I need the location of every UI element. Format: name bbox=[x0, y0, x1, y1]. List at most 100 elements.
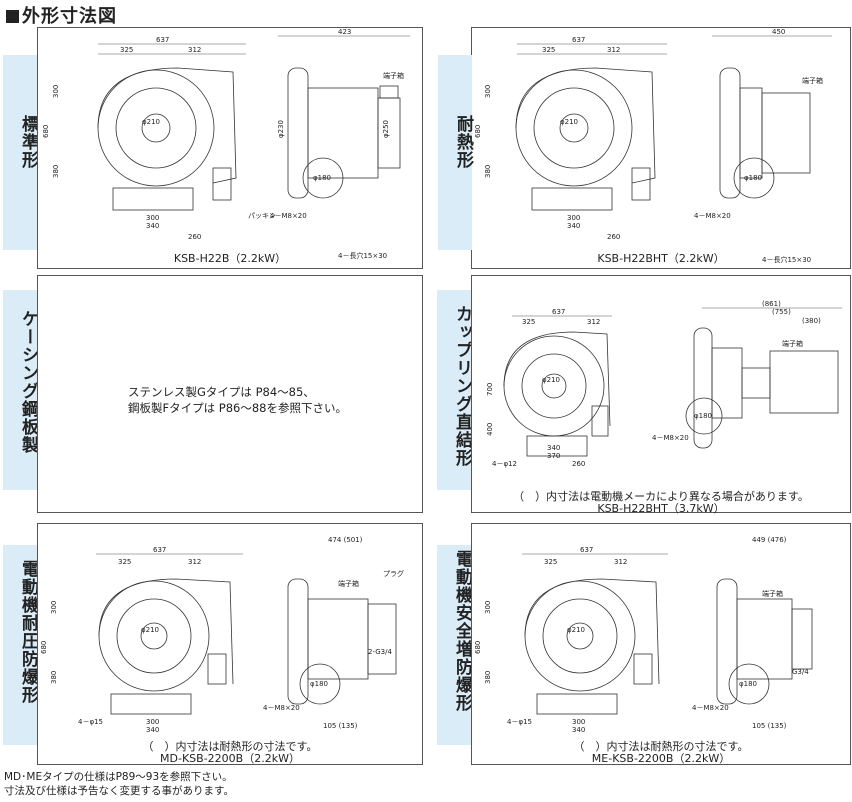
svg-text:300: 300 bbox=[484, 601, 492, 614]
coupling-note: （ ）内寸法は電動機メーカにより異なる場合があります。 bbox=[513, 490, 809, 503]
svg-text:パッキン: パッキン bbox=[248, 212, 276, 220]
svg-text:105 (135): 105 (135) bbox=[323, 722, 358, 730]
svg-text:340: 340 bbox=[547, 444, 560, 452]
svg-text:637: 637 bbox=[156, 36, 169, 44]
svg-text:312: 312 bbox=[188, 46, 201, 54]
casing-note: ステンレス製Gタイプは P84～85、 鋼板製Fタイプは P86～88を参照下さ… bbox=[128, 385, 347, 415]
svg-text:637: 637 bbox=[572, 36, 585, 44]
svg-text:4－φ15: 4－φ15 bbox=[507, 718, 532, 726]
caption-explosion: MD-KSB-2200B（2.2kW） bbox=[160, 752, 300, 765]
svg-text:380: 380 bbox=[50, 671, 58, 684]
caption-heat: KSB-H22BHT（2.2kW） bbox=[597, 252, 725, 265]
svg-text:312: 312 bbox=[188, 558, 201, 566]
svg-text:300: 300 bbox=[572, 718, 585, 726]
footer-note-1: MD･MEタイプの仕様はP89～93を参照下さい。 bbox=[4, 771, 233, 783]
tab-safety: 電動機安全増防爆形 bbox=[437, 545, 472, 745]
svg-text:φ180: φ180 bbox=[694, 412, 712, 420]
svg-text:325: 325 bbox=[120, 46, 133, 54]
svg-text:423: 423 bbox=[338, 28, 351, 36]
svg-text:450: 450 bbox=[772, 28, 785, 36]
svg-text:340: 340 bbox=[572, 726, 585, 734]
svg-text:300: 300 bbox=[52, 85, 60, 98]
svg-text:φ250: φ250 bbox=[382, 120, 390, 138]
svg-text:4－φ12: 4－φ12 bbox=[492, 460, 517, 468]
svg-text:4－φ15: 4－φ15 bbox=[78, 718, 103, 726]
svg-text:260: 260 bbox=[572, 460, 585, 468]
svg-text:637: 637 bbox=[580, 546, 593, 554]
svg-text:680: 680 bbox=[474, 641, 482, 654]
svg-text:312: 312 bbox=[614, 558, 627, 566]
svg-text:φ210: φ210 bbox=[567, 626, 585, 634]
svg-text:φ210: φ210 bbox=[542, 376, 560, 384]
svg-text:端子箱: 端子箱 bbox=[782, 339, 803, 348]
svg-text:325: 325 bbox=[542, 46, 555, 54]
svg-text:端子箱: 端子箱 bbox=[762, 589, 783, 598]
svg-text:2-G3/4: 2-G3/4 bbox=[368, 648, 392, 656]
tab-heat: 耐熱形 bbox=[438, 55, 473, 250]
svg-text:700: 700 bbox=[486, 383, 494, 396]
svg-text:φ180: φ180 bbox=[744, 174, 762, 182]
svg-text:300: 300 bbox=[567, 214, 580, 222]
svg-text:φ230: φ230 bbox=[277, 120, 285, 138]
safety-note: （ ）内寸法は耐熱形の寸法です。 bbox=[573, 740, 749, 753]
svg-text:(755): (755) bbox=[772, 308, 791, 316]
footer-note-2: 寸法及び仕様は予告なく変更する事があります。 bbox=[4, 785, 234, 797]
svg-text:300: 300 bbox=[484, 85, 492, 98]
svg-text:端子箱: 端子箱 bbox=[802, 76, 823, 85]
caption-safety: ME-KSB-2200B（2.2kW） bbox=[591, 752, 731, 765]
caption-coupling: KSB-H22BHT（3.7kW） bbox=[597, 502, 725, 515]
svg-text:4－M8×20: 4－M8×20 bbox=[694, 212, 731, 220]
svg-text:340: 340 bbox=[146, 222, 159, 230]
svg-text:φ210: φ210 bbox=[142, 118, 160, 126]
svg-text:260: 260 bbox=[607, 233, 620, 241]
svg-text:4－長穴15×30: 4－長穴15×30 bbox=[338, 251, 387, 260]
svg-text:325: 325 bbox=[522, 318, 535, 326]
svg-text:4－M8×20: 4－M8×20 bbox=[270, 212, 307, 220]
svg-text:380: 380 bbox=[52, 165, 60, 178]
svg-text:474 (501): 474 (501) bbox=[328, 536, 363, 544]
svg-text:φ180: φ180 bbox=[313, 174, 331, 182]
panel-casing: ステンレス製Gタイプは P84～85、 鋼板製Fタイプは P86～88を参照下さ… bbox=[37, 275, 423, 513]
svg-text:680: 680 bbox=[42, 125, 50, 138]
svg-text:(861): (861) bbox=[762, 300, 781, 308]
svg-text:φ210: φ210 bbox=[560, 118, 578, 126]
svg-text:340: 340 bbox=[567, 222, 580, 230]
tab-standard: 標準形 bbox=[3, 55, 38, 250]
svg-text:4－長穴15×30: 4－長穴15×30 bbox=[762, 255, 811, 264]
svg-text:340: 340 bbox=[146, 726, 159, 734]
svg-text:300: 300 bbox=[146, 718, 159, 726]
svg-text:4－M8×20: 4－M8×20 bbox=[652, 434, 689, 442]
tab-casing: ケーシング鋼板製 bbox=[3, 290, 38, 490]
page-title: 外形寸法図 bbox=[6, 2, 117, 28]
svg-text:端子箱: 端子箱 bbox=[338, 579, 359, 588]
svg-text:端子箱: 端子箱 bbox=[383, 71, 404, 80]
title-square-icon bbox=[6, 10, 19, 23]
tab-coupling: カップリング直結形 bbox=[437, 290, 472, 490]
svg-text:4－M8×20: 4－M8×20 bbox=[263, 704, 300, 712]
caption-standard: KSB-H22B（2.2kW） bbox=[173, 252, 287, 265]
svg-text:325: 325 bbox=[544, 558, 557, 566]
svg-text:637: 637 bbox=[153, 546, 166, 554]
svg-text:380: 380 bbox=[484, 165, 492, 178]
svg-text:φ180: φ180 bbox=[739, 680, 757, 688]
svg-text:680: 680 bbox=[474, 125, 482, 138]
svg-text:637: 637 bbox=[552, 308, 565, 316]
tab-explosion: 電動機耐圧防爆形 bbox=[3, 545, 38, 745]
svg-text:プラグ: プラグ bbox=[383, 569, 404, 578]
svg-text:105 (135): 105 (135) bbox=[752, 722, 787, 730]
svg-text:400: 400 bbox=[486, 423, 494, 436]
svg-text:680: 680 bbox=[40, 641, 48, 654]
svg-text:312: 312 bbox=[607, 46, 620, 54]
svg-text:4－M8×20: 4－M8×20 bbox=[692, 704, 729, 712]
svg-text:380: 380 bbox=[484, 671, 492, 684]
svg-text:312: 312 bbox=[587, 318, 600, 326]
